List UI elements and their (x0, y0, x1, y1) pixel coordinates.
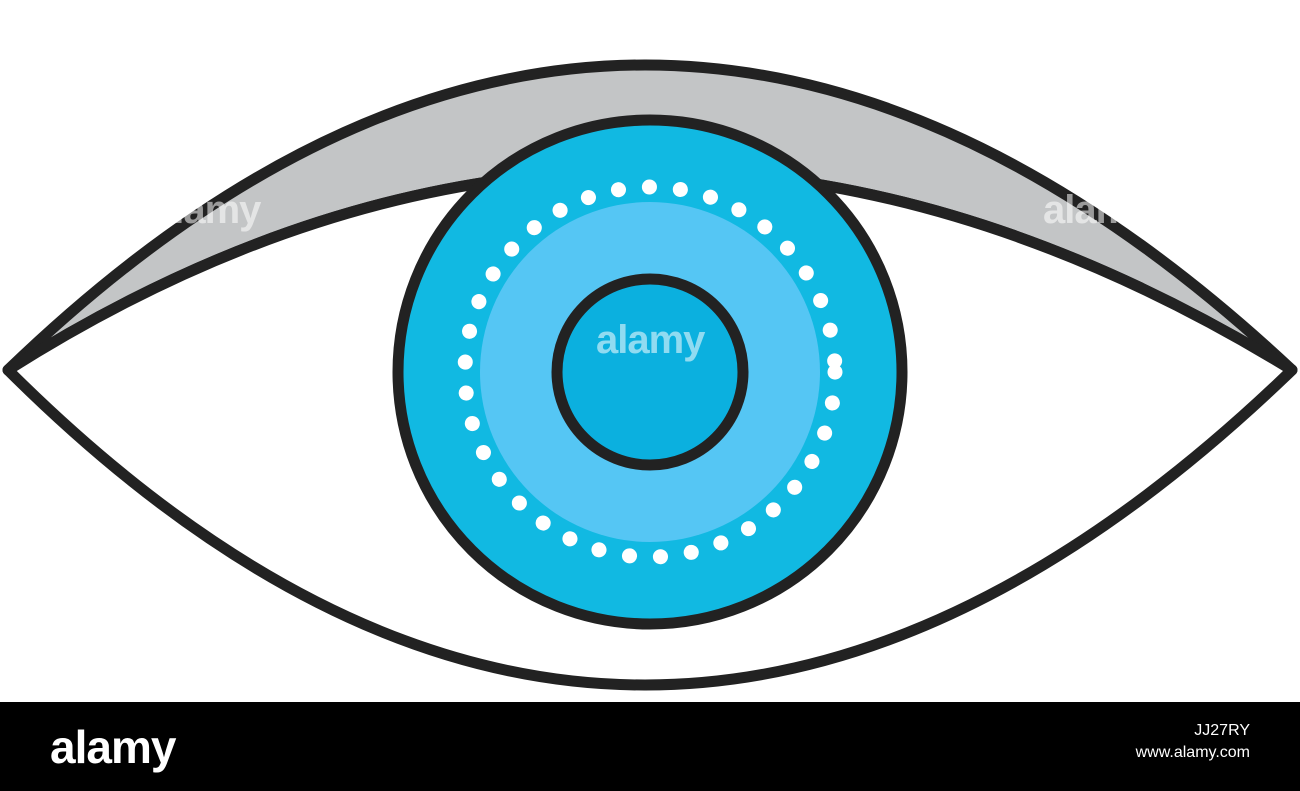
footer-bar: alamy JJ27RY www.alamy.com (0, 702, 1300, 791)
image-id-label: JJ27RY (1194, 722, 1250, 739)
site-url-label: www.alamy.com (1135, 744, 1250, 761)
iris-dotted-ring (457, 179, 843, 565)
footer-logo: alamy (50, 721, 176, 773)
pupil (551, 273, 749, 471)
footer-id-block: JJ27RY www.alamy.com (1136, 720, 1250, 764)
eye-icon (2, 59, 1298, 691)
